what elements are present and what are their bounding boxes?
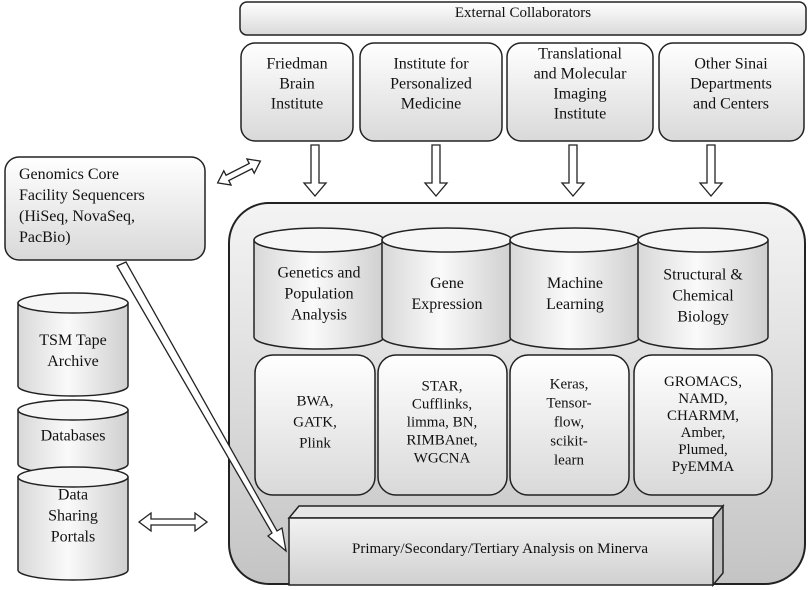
- storage-cylinders: [17, 292, 129, 581]
- institute-boxes: [240, 42, 805, 142]
- down-arrow-icon: [698, 144, 724, 198]
- tool-label: Keras,Tensor-flow,scikit-learn: [546, 376, 591, 468]
- external-collaborators-header: External Collaborators: [239, 1, 807, 36]
- minerva-analysis-block: [287, 503, 725, 588]
- institute-box: [359, 42, 503, 142]
- tool-label: BWA,GATK,Plink: [293, 393, 337, 451]
- storage-cylinder-portals: [17, 466, 129, 581]
- tool-labels: BWA,GATK,Plink STAR,Cufflinks,limma, BN,R…: [293, 374, 742, 475]
- storage-cylinder-tsm: [17, 292, 129, 397]
- sequencers-to-minerva-arrow-icon: [116, 261, 287, 553]
- domain-cylinder: [253, 227, 385, 350]
- down-arrow-icon: [423, 144, 449, 198]
- storage-cylinder-databases: [17, 399, 129, 475]
- domain-cylinders: [253, 227, 769, 350]
- header-title: External Collaborators: [455, 5, 591, 21]
- tool-box: [509, 354, 630, 496]
- institute-box: [506, 42, 654, 142]
- minerva-label: Primary/Secondary/Tertiary Analysis on M…: [352, 541, 648, 557]
- down-arrow-icon: [560, 144, 586, 198]
- tool-box: [377, 354, 508, 496]
- tool-box: [254, 354, 376, 496]
- down-arrows: [302, 144, 724, 198]
- domain-cylinder: [381, 227, 513, 350]
- portals-platform-double-arrow-icon: [137, 511, 209, 533]
- tool-box: [633, 354, 773, 496]
- sequencers-institutes-double-arrow-icon: [216, 158, 262, 186]
- domain-cylinder: [509, 227, 641, 350]
- domain-cylinder: [637, 227, 769, 350]
- tool-label: GROMACS,NAMD,CHARMM,Amber,Plumed,PyEMMA: [664, 374, 742, 475]
- tool-boxes: [254, 354, 773, 496]
- tool-label: STAR,Cufflinks,limma, BN,RIMBAnet,WGCNA: [406, 378, 477, 466]
- institute-box: [658, 42, 805, 142]
- storage-label: Databases: [41, 428, 106, 445]
- institute-box: [240, 42, 354, 142]
- sequencers-box: [4, 156, 206, 261]
- down-arrow-icon: [302, 144, 328, 198]
